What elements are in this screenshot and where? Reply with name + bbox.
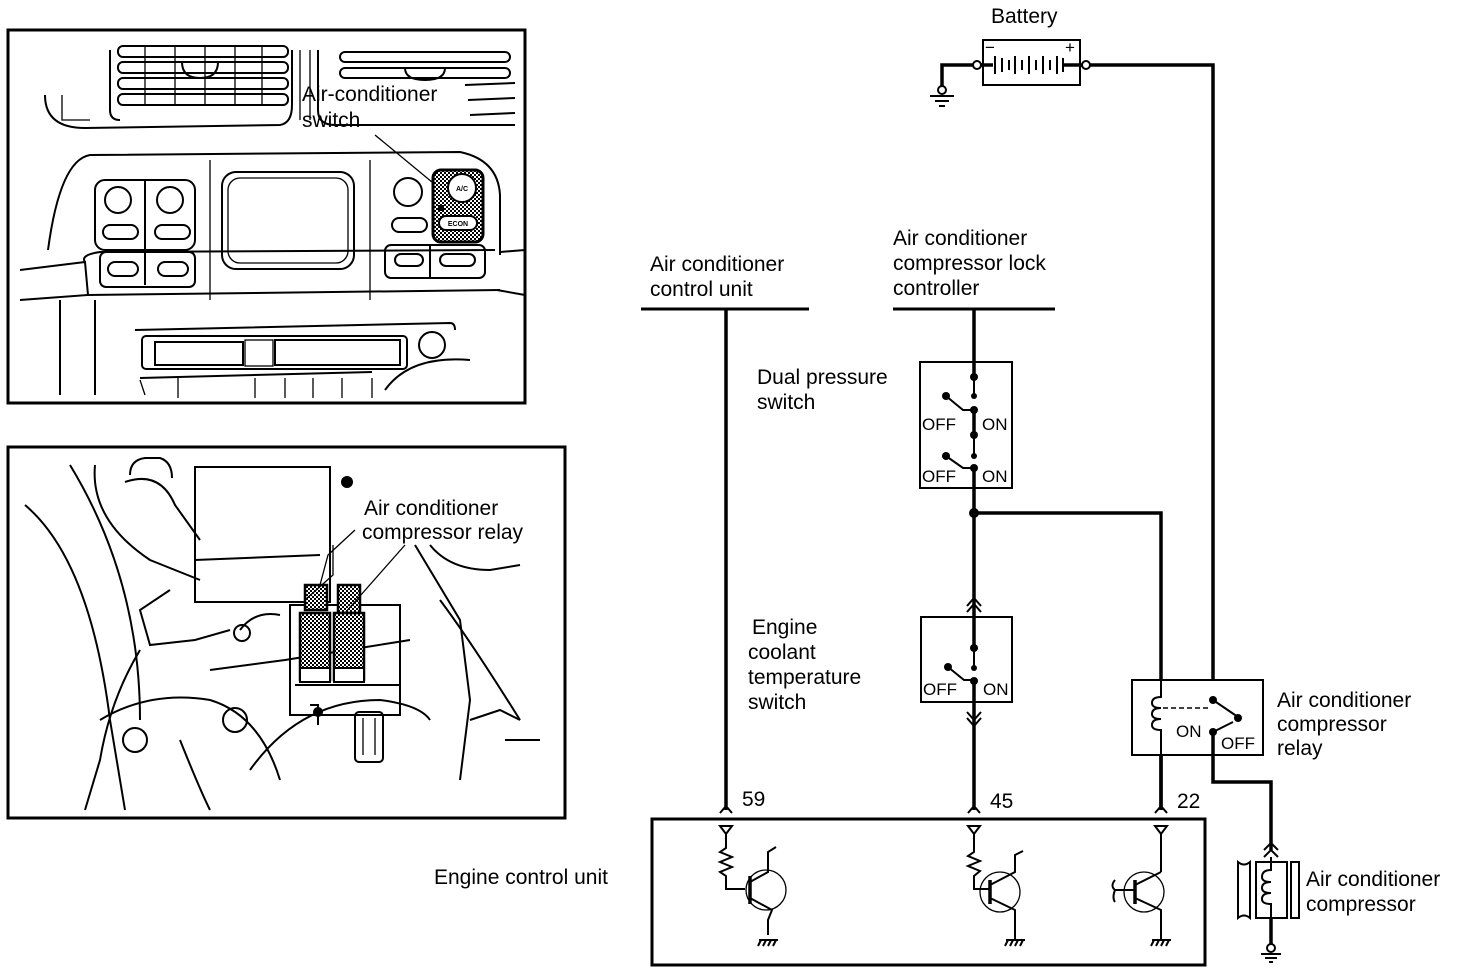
wiring-schematic: Battery − + Air conditioner control unit… — [434, 5, 1440, 967]
compressor-lock-controller: Air conditioner compressor lock controll… — [893, 227, 1055, 311]
relay-callout-line2: compressor relay — [362, 521, 524, 544]
radio-unit — [59, 300, 471, 398]
dashboard-callout-line2: switch — [302, 109, 360, 132]
coolant-temperature-switch: Engine coolant temperature switch OFF ON — [748, 616, 1013, 714]
coolant-state-on: ON — [983, 680, 1009, 699]
dual-pressure-line2: switch — [757, 391, 815, 414]
ecu-terminal-22: 22 — [1111, 790, 1200, 947]
ac-control-unit: Air conditioner control unit — [641, 253, 809, 311]
engine-control-unit: Engine control unit 59 45 — [434, 788, 1207, 967]
battery-negative-sign: − — [985, 38, 995, 57]
ac-control-unit-line1: Air conditioner — [650, 253, 784, 276]
pressure-state-on-1: ON — [982, 415, 1008, 434]
ac-button — [447, 173, 477, 203]
compressor-label-line2: compressor — [1306, 893, 1416, 916]
coolant-line3: temperature — [748, 666, 861, 689]
lock-controller-line2: compressor lock — [893, 252, 1046, 275]
coolant-line4: switch — [748, 691, 806, 714]
ground-symbol-compressor — [1266, 943, 1276, 953]
terminal-22-label: 22 — [1177, 790, 1200, 813]
ecu-label: Engine control unit — [434, 866, 608, 889]
adjacent-relay — [332, 583, 366, 683]
coolant-line2: coolant — [748, 641, 816, 664]
compressor-relay-symbol: ON OFF Air conditioner compressor relay — [1131, 679, 1411, 810]
center-console — [19, 150, 526, 301]
coolant-line1: Engine — [752, 616, 817, 639]
ground-symbol-battery — [930, 63, 973, 107]
pressure-state-on-2: ON — [982, 467, 1008, 486]
dashboard-leader-line — [374, 134, 439, 188]
relay-callout-line1: Air conditioner — [364, 497, 498, 520]
dashboard-illustration: Air-conditioner switch — [6, 28, 527, 405]
right-air-vent — [299, 50, 516, 126]
ac-control-unit-line2: control unit — [650, 278, 753, 301]
terminal-59-label: 59 — [742, 788, 765, 811]
relay-label-line2: compressor — [1277, 713, 1387, 736]
relay-label-line1: Air conditioner — [1277, 689, 1411, 712]
pressure-state-off-2: OFF — [922, 467, 956, 486]
coolant-state-off: OFF — [923, 680, 957, 699]
battery-positive-wire — [1090, 63, 1215, 700]
relay-state-on: ON — [1176, 722, 1202, 741]
left-air-vent — [44, 45, 293, 130]
battery-label: Battery — [991, 5, 1058, 28]
relay-coil — [1150, 680, 1162, 755]
air-conditioner-switch: A/C ECON — [431, 168, 485, 244]
lock-controller-line3: controller — [893, 277, 979, 300]
connector-symbol-upper — [966, 596, 982, 613]
battery-positive-sign: + — [1065, 38, 1075, 57]
dual-pressure-switch: Dual pressure switch OFF ON OFF ON — [757, 361, 1013, 489]
dual-pressure-line1: Dual pressure — [757, 366, 888, 389]
ecu-terminal-59: 59 — [717, 788, 787, 947]
ecu-terminal-45: 45 — [965, 790, 1025, 947]
econ-button — [438, 215, 478, 231]
lock-controller-line1: Air conditioner — [893, 227, 1027, 250]
terminal-45-label: 45 — [990, 790, 1013, 813]
wire-relay-to-compressor — [1211, 732, 1273, 850]
compressor-relay — [298, 583, 332, 683]
ac-button-label: A/C — [456, 186, 468, 193]
engine-bay-illustration: Air conditioner compressor relay — [6, 445, 567, 820]
dashboard-callout-line1: Air-conditioner — [302, 83, 437, 106]
econ-button-label: ECON — [448, 221, 468, 228]
relay-label-line3: relay — [1277, 737, 1323, 760]
relay-state-off: OFF — [1221, 734, 1255, 753]
ac-compressor: Air conditioner compressor — [1237, 841, 1440, 963]
compressor-label-line1: Air conditioner — [1306, 868, 1440, 891]
battery: Battery − + — [972, 5, 1091, 86]
pressure-state-off-1: OFF — [922, 415, 956, 434]
